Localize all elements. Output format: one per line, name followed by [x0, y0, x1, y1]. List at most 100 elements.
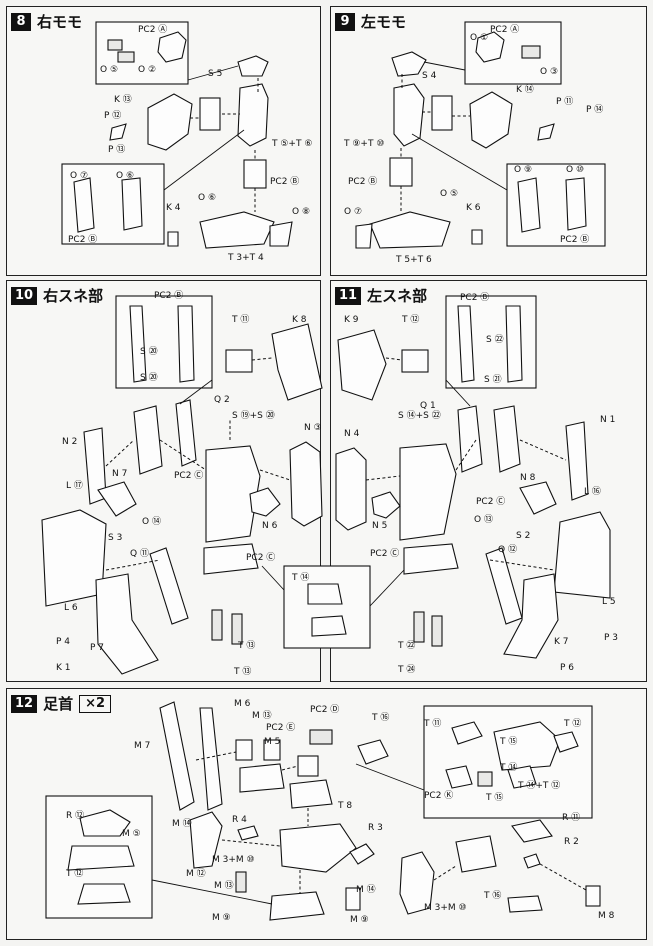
part-label: P ⑬: [108, 144, 125, 155]
guide-line: [105, 559, 161, 571]
part-shape: [199, 97, 221, 131]
part-label: O ②: [138, 65, 156, 75]
part-label: T ⑨+T ⑩: [343, 139, 384, 149]
part-label: PC2 Ⓔ: [266, 722, 295, 733]
part-label: S ⑳: [140, 346, 158, 357]
part-label: PC2 Ⓑ: [154, 290, 183, 301]
part-label: T ⑭: [291, 572, 309, 583]
part-shape: [157, 31, 187, 63]
leader-line: [445, 379, 471, 407]
part-shape: [109, 123, 127, 141]
part-shape: [399, 443, 457, 541]
part-shape: [399, 851, 435, 915]
part-shape: [469, 91, 513, 149]
part-shape: [177, 305, 195, 383]
step-12-number: 12: [11, 694, 38, 713]
part-label: M ⑬: [252, 710, 272, 721]
part-shape: [357, 739, 389, 765]
part-label: M 3+M ⑩: [424, 903, 467, 913]
part-shape: [485, 547, 523, 625]
part-label: L 6: [64, 603, 78, 613]
guide-line: [251, 357, 273, 361]
part-shape: [403, 543, 459, 575]
step-12-title: 足首: [43, 695, 74, 713]
part-label: Q 1: [420, 401, 436, 411]
part-label: N ③: [304, 423, 322, 433]
part-shape: [147, 93, 193, 151]
part-shape: [507, 895, 543, 913]
part-shape: [553, 511, 611, 599]
part-shape: [451, 721, 483, 745]
part-label: PC2 Ⓑ: [560, 234, 589, 245]
step-11-title: 左スネ部: [367, 287, 428, 305]
part-label: T ⑭: [499, 762, 517, 773]
part-shape: [431, 95, 453, 131]
part-shape: [237, 55, 269, 77]
part-shape: [175, 399, 197, 467]
part-shape: [107, 39, 123, 51]
part-shape: [371, 491, 401, 519]
part-label: PC2 Ⓒ: [246, 552, 275, 563]
part-label: O ⑤: [100, 65, 118, 75]
part-shape: [159, 701, 195, 811]
part-label: M 3+M ⑩: [212, 855, 255, 865]
part-label: P ⑫: [104, 110, 121, 121]
leader-line: [411, 133, 508, 191]
part-label: M ⑨: [350, 915, 369, 925]
part-shape: [239, 763, 285, 793]
part-label: PC2 Ⓒ: [174, 470, 203, 481]
part-shape: [393, 83, 425, 147]
part-label: T ⑮: [499, 736, 517, 747]
part-label: S ⑲+S ⑳: [232, 410, 275, 421]
part-shape: [457, 305, 475, 383]
part-label: N 1: [600, 415, 615, 425]
part-label: O ⑦: [344, 207, 362, 217]
part-label: K 7: [554, 637, 569, 647]
part-shape: [311, 615, 347, 637]
step-10-header: 10 右スネ部: [11, 285, 103, 306]
part-label: M ⑬: [214, 880, 234, 891]
part-shape: [553, 731, 579, 753]
step-8-title: 右モモ: [37, 13, 83, 31]
part-shape: [349, 843, 375, 865]
part-shape: [401, 349, 429, 373]
part-label: L ⑰: [66, 480, 83, 491]
part-label: PC2 Ⓒ: [476, 496, 505, 507]
step-9-header: 9 左モモ: [335, 11, 406, 32]
leader-line: [261, 565, 285, 591]
step-10-number: 10: [11, 286, 38, 305]
guide-line: [259, 469, 291, 481]
guide-line: [455, 439, 477, 471]
part-label: PC2 Ⓑ: [270, 176, 299, 187]
part-shape: [189, 811, 223, 869]
leader-line: [369, 569, 405, 607]
leader-line: [179, 379, 213, 405]
leader-line: [423, 61, 466, 71]
part-shape: [413, 611, 425, 643]
part-label: K ⑭: [516, 84, 534, 95]
part-label: T ⑯: [371, 712, 389, 723]
part-shape: [211, 609, 223, 641]
part-shape: [507, 765, 537, 789]
part-shape: [199, 707, 223, 811]
step-11-number: 11: [335, 286, 362, 305]
guide-line: [539, 863, 587, 891]
part-shape: [335, 447, 367, 531]
part-label: K 4: [166, 203, 181, 213]
part-shape: [523, 853, 541, 869]
part-label: R ⑪: [562, 812, 580, 823]
part-shape: [391, 51, 427, 77]
part-label: K 8: [292, 315, 307, 325]
step-10-panel: 10 右スネ部: [6, 280, 321, 682]
part-label: N 7: [112, 469, 127, 479]
part-shape: [199, 211, 275, 249]
part-shape: [249, 487, 281, 517]
part-shape: [149, 547, 189, 625]
part-shape: [231, 613, 243, 645]
step-9-number: 9: [335, 12, 355, 31]
step-9-title: 左モモ: [361, 13, 407, 31]
part-shape: [503, 573, 559, 659]
